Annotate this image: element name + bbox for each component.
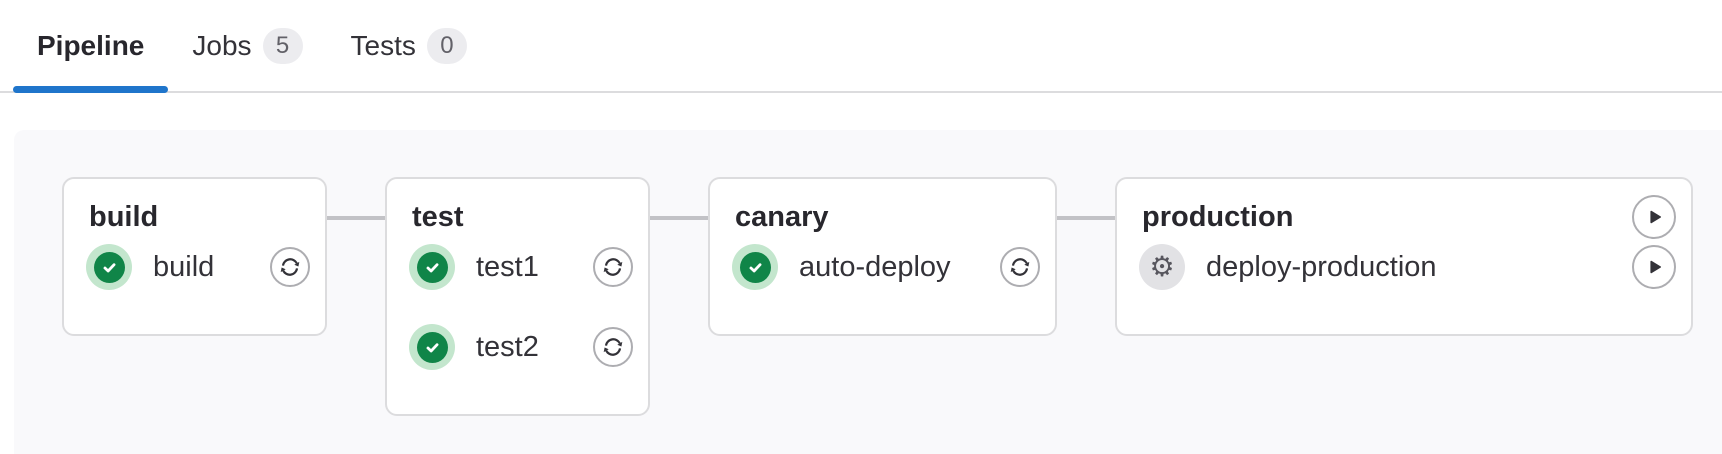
success-status-icon	[409, 244, 455, 290]
retry-icon	[278, 255, 302, 279]
stage-connector	[327, 216, 385, 220]
tab-pipeline-label: Pipeline	[37, 29, 145, 61]
job-test2[interactable]: test2	[409, 324, 633, 370]
success-status-icon	[732, 244, 778, 290]
job-deploy-production[interactable]: ⚙ deploy-production	[1139, 244, 1676, 290]
retry-job-button[interactable]	[1000, 247, 1040, 287]
stage-header-canary: canary	[732, 195, 1040, 239]
job-name: test2	[476, 330, 539, 363]
tests-count-badge: 0	[426, 27, 467, 64]
pipeline-stages: build build	[62, 177, 1722, 416]
retry-icon	[601, 335, 625, 359]
stage-title: production	[1142, 200, 1294, 233]
pipeline-tabs: Pipeline Jobs 5 Tests 0	[0, 0, 1722, 93]
check-circle-icon	[739, 251, 771, 283]
retry-icon	[1008, 255, 1032, 279]
tab-jobs[interactable]: Jobs 5	[168, 0, 326, 91]
check-circle-icon	[416, 251, 448, 283]
stage-jobs: ⚙ deploy-production	[1139, 244, 1676, 290]
manual-status-icon: ⚙	[1139, 244, 1185, 290]
check-circle-icon	[416, 331, 448, 363]
stage-jobs: build	[86, 244, 310, 290]
play-icon	[1642, 205, 1666, 229]
tab-tests[interactable]: Tests 0	[327, 0, 491, 91]
stage-connector	[1057, 216, 1115, 220]
tab-pipeline[interactable]: Pipeline	[13, 0, 169, 93]
job-name: build	[153, 250, 215, 283]
success-status-icon	[409, 324, 455, 370]
stage-title: test	[412, 200, 464, 233]
check-circle-icon	[93, 251, 125, 283]
job-test1[interactable]: test1	[409, 244, 633, 290]
stage-connector	[650, 216, 708, 220]
stage-header-build: build	[86, 195, 310, 239]
stage-card-build: build build	[62, 177, 327, 336]
gear-icon: ⚙	[1149, 250, 1175, 283]
stage-title: canary	[735, 200, 829, 233]
play-job-button[interactable]	[1632, 245, 1676, 289]
tab-tests-label: Tests	[350, 29, 416, 61]
job-build[interactable]: build	[86, 244, 310, 290]
job-auto-deploy[interactable]: auto-deploy	[732, 244, 1040, 290]
pipeline-graph: build build	[14, 130, 1722, 454]
stage-header-production: production	[1139, 195, 1676, 239]
play-all-manual-jobs-button[interactable]	[1632, 195, 1676, 239]
retry-job-button[interactable]	[270, 247, 310, 287]
play-icon	[1642, 255, 1666, 279]
tab-jobs-label: Jobs	[192, 29, 252, 61]
stage-card-production: production ⚙ deploy-production	[1115, 177, 1693, 336]
jobs-count-badge: 5	[262, 27, 303, 64]
stage-header-test: test	[409, 195, 633, 239]
retry-job-button[interactable]	[593, 327, 633, 367]
stage-card-test: test test1	[385, 177, 650, 416]
stage-title: build	[89, 200, 159, 233]
retry-icon	[601, 255, 625, 279]
job-name: deploy-production	[1206, 250, 1437, 283]
job-name: auto-deploy	[799, 250, 951, 283]
success-status-icon	[86, 244, 132, 290]
retry-job-button[interactable]	[593, 247, 633, 287]
stage-jobs: auto-deploy	[732, 244, 1040, 290]
stage-card-canary: canary auto-deploy	[708, 177, 1057, 336]
job-name: test1	[476, 250, 539, 283]
stage-jobs: test1	[409, 244, 633, 370]
